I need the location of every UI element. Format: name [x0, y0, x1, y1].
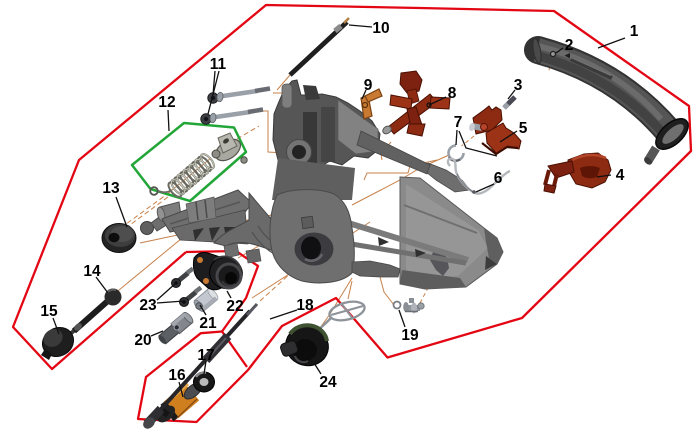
svg-text:16: 16: [168, 367, 186, 384]
svg-text:3: 3: [514, 77, 523, 94]
svg-text:15: 15: [40, 303, 58, 320]
svg-text:14: 14: [83, 263, 101, 280]
svg-text:13: 13: [102, 180, 120, 197]
svg-text:21: 21: [199, 315, 217, 332]
svg-text:24: 24: [319, 374, 337, 391]
svg-text:2: 2: [565, 37, 574, 54]
svg-text:6: 6: [494, 170, 503, 187]
svg-text:23: 23: [139, 297, 157, 314]
svg-text:11: 11: [210, 56, 227, 73]
svg-text:17: 17: [197, 347, 214, 364]
svg-text:4: 4: [616, 167, 625, 184]
svg-text:5: 5: [519, 120, 528, 137]
svg-text:20: 20: [134, 332, 151, 349]
svg-text:9: 9: [364, 77, 373, 94]
svg-text:1: 1: [630, 23, 639, 40]
svg-text:7: 7: [454, 114, 463, 131]
svg-text:18: 18: [296, 297, 314, 314]
svg-text:22: 22: [226, 298, 243, 315]
svg-text:10: 10: [372, 20, 389, 37]
svg-text:8: 8: [448, 85, 457, 102]
svg-text:19: 19: [401, 327, 419, 344]
svg-text:12: 12: [158, 94, 175, 111]
